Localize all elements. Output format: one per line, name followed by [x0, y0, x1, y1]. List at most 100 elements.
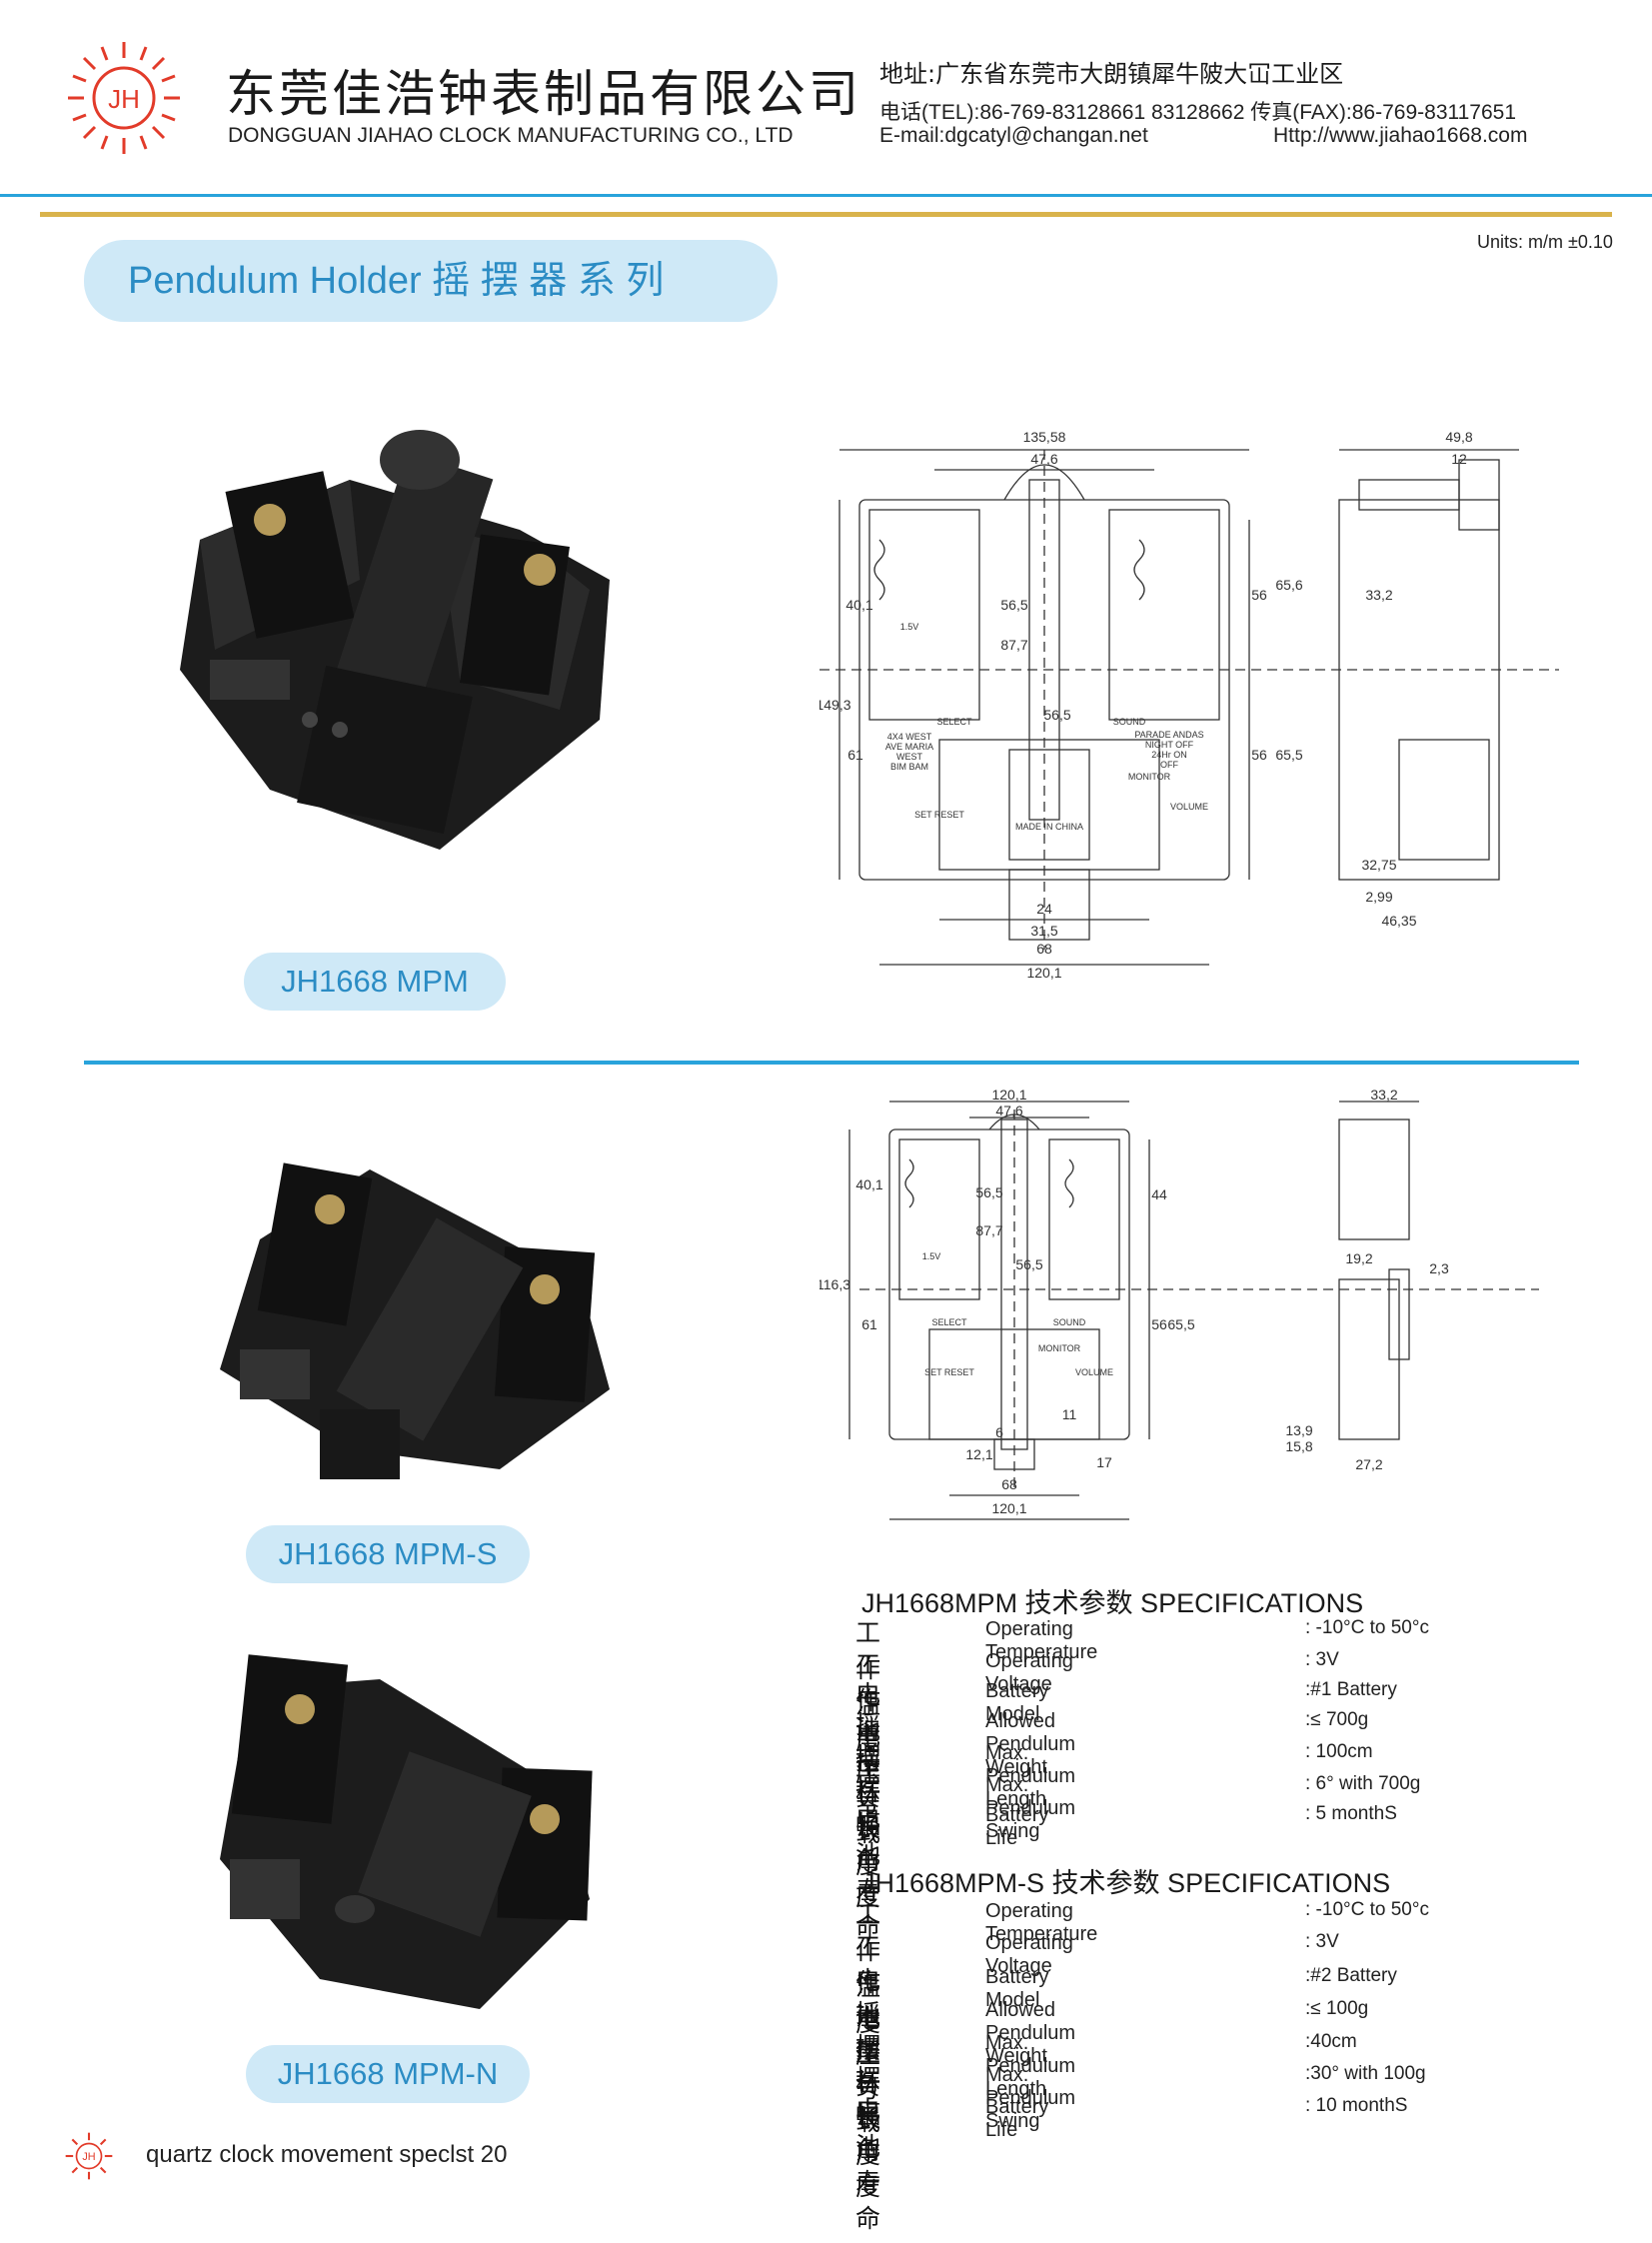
svg-text:MADE IN CHINA: MADE IN CHINA [1015, 822, 1083, 832]
spec-label-cn: 电池型号 [855, 1680, 882, 1817]
svg-text:2,99: 2,99 [1365, 889, 1392, 905]
model-label-mpm-n: JH1668 MPM-N [246, 2045, 530, 2103]
spec-value: :≤ 700g [1305, 1709, 1369, 1730]
svg-text:JH: JH [82, 2151, 95, 2163]
svg-text:56: 56 [1151, 1316, 1167, 1332]
svg-text:19,2: 19,2 [1345, 1250, 1372, 1266]
spec-value: :≤ 100g [1305, 1998, 1369, 2019]
svg-text:56,5: 56,5 [975, 1184, 1002, 1200]
svg-text:44: 44 [1151, 1186, 1167, 1202]
spec-heading-mpm-s: JH1668MPM-S 技术参数 SPECIFICATIONS [861, 1868, 1391, 1898]
svg-text:120,1: 120,1 [1026, 965, 1061, 980]
header-divider [0, 194, 1652, 197]
product-photo-mpm-n [220, 1654, 593, 2009]
svg-text:65,6: 65,6 [1275, 577, 1302, 593]
company-phone: 电话(TEL):86-769-83128661 83128662 传真(FAX)… [879, 101, 1517, 124]
svg-text:116,3: 116,3 [820, 1276, 850, 1292]
spec-label-cn: 摇摆负载 [855, 1710, 882, 1847]
svg-text:87,7: 87,7 [1000, 637, 1027, 653]
svg-text:2,3: 2,3 [1429, 1260, 1449, 1276]
svg-text:40,1: 40,1 [845, 597, 872, 613]
model-label-mpm: JH1668 MPM [244, 953, 506, 1011]
spec-label-en: Operating Temperature [985, 1618, 1098, 1663]
svg-text:13,9: 13,9 [1285, 1422, 1312, 1438]
spec-value: :#1 Battery [1305, 1679, 1397, 1700]
spec-label-cn: 电池寿命 [855, 1804, 882, 1941]
svg-text:11: 11 [1062, 1406, 1077, 1422]
spec-value: : 3V [1305, 1649, 1339, 1670]
svg-text:SELECT: SELECT [936, 717, 972, 727]
svg-text:56,5: 56,5 [1015, 1256, 1042, 1272]
svg-text:SELECT: SELECT [931, 1317, 967, 1327]
svg-text:120,1: 120,1 [991, 1500, 1026, 1516]
svg-text:NIGHT OFF: NIGHT OFF [1145, 740, 1194, 750]
spec-label-en: Allowed Pendulum Weight [985, 1999, 1076, 2067]
spec-label-cn: 摆幅角度 [855, 2064, 882, 2201]
header-gold-divider [40, 212, 1612, 217]
spec-label-en: Allowed Pendulum Weight [985, 1710, 1076, 1778]
spec-label-cn: 摇摆负载 [855, 1999, 882, 2136]
spec-label-en: Operating Voltage [985, 1650, 1073, 1695]
spec-label-cn: 工作电压 [855, 1932, 882, 2069]
spec-label-en: Max. Pendulum Length [985, 2032, 1076, 2100]
section-title: Pendulum Holder 摇 摆 器 系 列 [84, 240, 778, 322]
svg-text:49,8: 49,8 [1445, 429, 1472, 445]
svg-text:4X4 WEST: 4X4 WEST [887, 732, 932, 742]
svg-text:40,1: 40,1 [855, 1176, 882, 1192]
spec-label-en: Operating Voltage [985, 1932, 1073, 1977]
svg-text:33,2: 33,2 [1365, 587, 1392, 603]
svg-text:56: 56 [1251, 587, 1267, 603]
spec-label-en: Operating Temperature [985, 1900, 1098, 1945]
svg-text:12,1: 12,1 [965, 1446, 992, 1462]
spec-label-cn: 工作电压 [855, 1650, 882, 1787]
svg-text:65,5: 65,5 [1275, 747, 1302, 763]
svg-text:SET RESET: SET RESET [914, 810, 964, 820]
footer-text: quartz clock movement speclst 20 [146, 2141, 508, 2168]
spec-label-en: Battery Life [985, 1804, 1049, 1849]
svg-text:SET RESET: SET RESET [924, 1367, 974, 1377]
spec-label-cn: 工作温度 [855, 1900, 882, 2037]
svg-text:31,5: 31,5 [1030, 923, 1057, 939]
company-email[interactable]: E-mail:dgcatyl@changan.net [879, 124, 1148, 147]
svg-text:WEST: WEST [896, 752, 923, 762]
product-photo-mpm-s [220, 1162, 610, 1479]
svg-text:24Hr ON: 24Hr ON [1151, 750, 1187, 760]
company-name-cn: 东莞佳浩钟表制品有限公司 [226, 65, 861, 123]
svg-text:149,3: 149,3 [820, 697, 851, 713]
svg-text:MONITOR: MONITOR [1128, 772, 1171, 782]
svg-text:61: 61 [847, 747, 863, 763]
spec-value: : -10°C to 50°c [1305, 1899, 1429, 1920]
svg-text:JH: JH [108, 84, 140, 114]
spec-label-en: Max. Pendulum Swing [985, 1774, 1076, 1842]
spec-label-cn: 摆杆长度 [855, 2032, 882, 2169]
svg-text:61: 61 [861, 1316, 877, 1332]
svg-text:SOUND: SOUND [1053, 1317, 1086, 1327]
spec-value: : 10 monthS [1305, 2095, 1408, 2116]
company-website[interactable]: Http://www.jiahao1668.com [1273, 124, 1528, 147]
svg-text:87,7: 87,7 [975, 1222, 1002, 1238]
svg-text:OFF: OFF [1160, 760, 1178, 770]
spec-label-cn: 摆杆长度 [855, 1742, 882, 1879]
technical-drawing-mpm-s: 120,1 47,6 33,2 40,1 56,5 44 87,7 56,5 1… [820, 1090, 1539, 1520]
svg-text:17: 17 [1096, 1454, 1112, 1470]
svg-text:6: 6 [995, 1424, 1003, 1440]
spec-label-en: Max. Pendulum Swing [985, 2064, 1076, 2132]
svg-text:46,35: 46,35 [1381, 913, 1416, 929]
units-note: Units: m/m ±0.10 [1477, 232, 1613, 252]
svg-text:VOLUME: VOLUME [1170, 802, 1208, 812]
company-address: 地址:广东省东莞市大朗镇犀牛陂大冚工业区 [879, 60, 1344, 88]
svg-text:PARADE ANDAS: PARADE ANDAS [1134, 730, 1203, 740]
svg-text:68: 68 [1001, 1476, 1017, 1492]
spec-value: :30° with 100g [1305, 2063, 1426, 2084]
svg-text:56: 56 [1251, 747, 1267, 763]
spec-value: : 5 monthS [1305, 1803, 1397, 1824]
footer-logo: JH [65, 2132, 113, 2180]
svg-text:56,5: 56,5 [1000, 597, 1027, 613]
company-logo: JH [68, 42, 180, 154]
svg-text:VOLUME: VOLUME [1075, 1367, 1113, 1377]
technical-drawing-mpm: 135,58 47,6 49,8 12 40,1 56,5 87,7 33,2 … [820, 429, 1559, 980]
spec-label-en: Max. Pendulum Length [985, 1742, 1076, 1810]
svg-text:47,6: 47,6 [995, 1103, 1022, 1119]
spec-label-en: Battery Model [985, 1680, 1049, 1725]
